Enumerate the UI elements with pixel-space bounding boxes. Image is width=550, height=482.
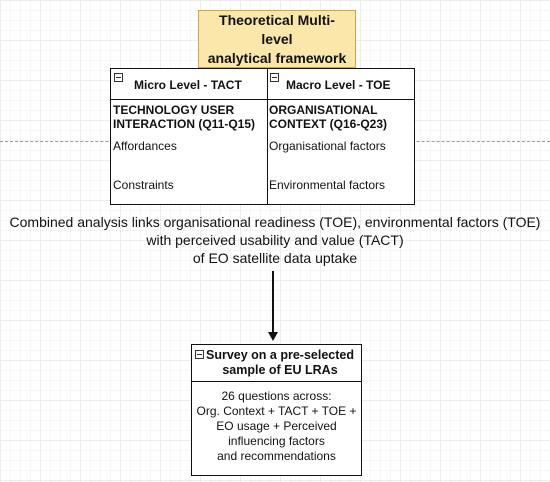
framework-title-line2: analytical framework — [207, 49, 347, 66]
survey-body-line: Org. Context + TACT + TOE + — [196, 404, 357, 418]
combined-analysis-text: Combined analysis links organisational r… — [0, 213, 550, 267]
arrow-down-icon — [268, 332, 278, 341]
survey-title-line1: Survey on a pre-selected — [206, 348, 354, 362]
macro-level-header: Macro Level - TOE — [267, 69, 414, 100]
micro-level-title: Micro Level - TACT — [134, 78, 242, 92]
macro-item-environmental-factors: Environmental factors — [269, 178, 386, 192]
survey-body-line: 26 questions across: — [221, 389, 332, 403]
micro-item-affordances: Affordances — [113, 139, 177, 153]
framework-title-line1: Theoretical Multi-level — [219, 11, 335, 47]
survey-header: Survey on a pre-selected sample of EU LR… — [192, 345, 361, 382]
macro-item-organisational-factors: Organisational factors — [269, 139, 386, 153]
framework-table: Micro Level - TACT TECHNOLOGY USER INTER… — [110, 68, 415, 205]
survey-body: 26 questions across: Org. Context + TACT… — [192, 389, 361, 464]
macro-context-line1: ORGANISATIONAL — [269, 103, 378, 117]
micro-level-column: Micro Level - TACT TECHNOLOGY USER INTER… — [111, 69, 268, 204]
survey-title-line2: sample of EU LRAs — [222, 363, 338, 377]
micro-item-constraints: Constraints — [113, 178, 174, 192]
collapse-icon[interactable] — [195, 350, 204, 359]
summary-line1: Combined analysis links organisational r… — [9, 214, 541, 230]
micro-context-line2: INTERACTION (Q11-Q15) — [113, 117, 256, 131]
framework-title-box: Theoretical Multi-level analytical frame… — [198, 10, 356, 68]
survey-title: Survey on a pre-selected sample of EU LR… — [201, 348, 359, 378]
collapse-icon[interactable] — [114, 73, 123, 82]
survey-body-line: influencing factors — [228, 434, 325, 448]
micro-level-header: Micro Level - TACT — [111, 69, 267, 100]
summary-line3: of EO satellite data uptake — [192, 250, 358, 266]
survey-body-line: EO usage + Perceived — [216, 419, 337, 433]
survey-box: Survey on a pre-selected sample of EU LR… — [191, 344, 362, 476]
macro-level-column: Macro Level - TOE ORGANISATIONAL CONTEXT… — [267, 69, 414, 204]
flow-arrow-shaft — [272, 271, 274, 333]
macro-level-title: Macro Level - TOE — [286, 78, 391, 92]
summary-line2: with perceived usability and value (TACT… — [146, 232, 404, 248]
macro-context-label: ORGANISATIONAL CONTEXT (Q16-Q23) — [269, 103, 387, 131]
micro-context-label: TECHNOLOGY USER INTERACTION (Q11-Q15) — [113, 103, 255, 131]
survey-body-line: and recommendations — [217, 449, 336, 463]
micro-context-line1: TECHNOLOGY USER — [113, 103, 235, 117]
macro-context-line2: CONTEXT (Q16-Q23) — [269, 117, 388, 131]
collapse-icon[interactable] — [270, 73, 279, 82]
